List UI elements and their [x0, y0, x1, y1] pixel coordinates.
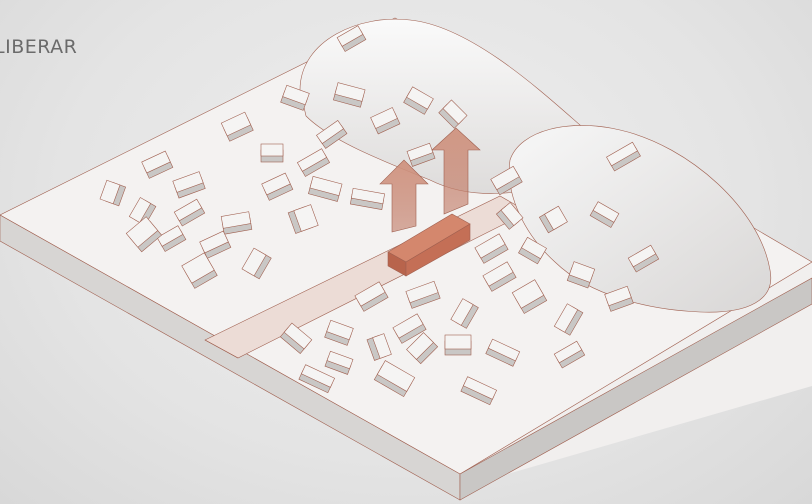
building-block	[261, 144, 283, 162]
building-block	[445, 335, 471, 355]
